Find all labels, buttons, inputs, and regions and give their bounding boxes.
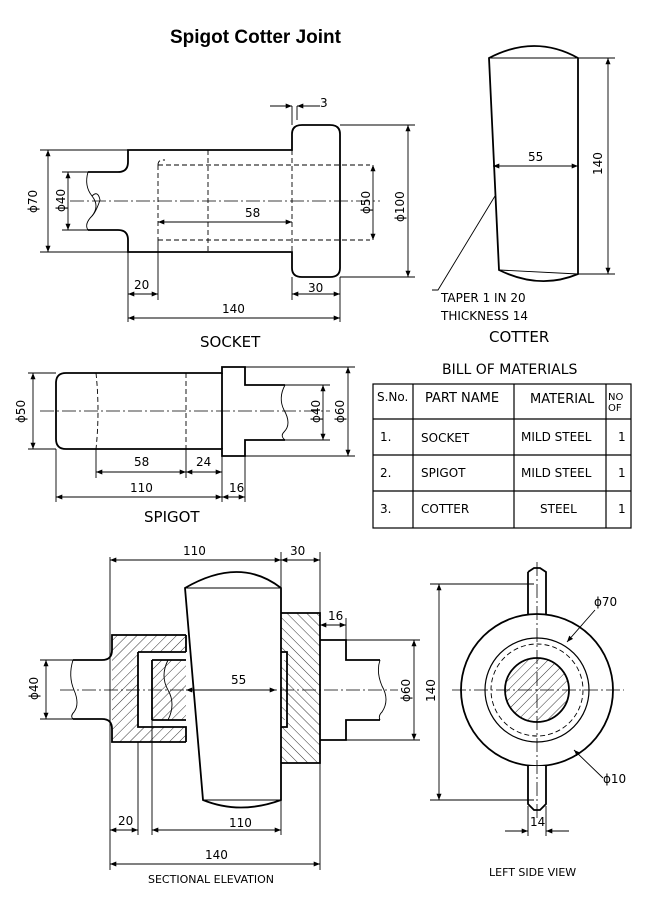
bom-cell-material: STEEL [540,502,577,516]
bom-header-part-name: PART NAME [425,391,499,406]
socket-dim-dia40: ϕ40 [54,189,68,212]
sectional-dim-16: 16 [328,609,343,623]
page-title: Spigot Cotter Joint [170,27,342,48]
socket-dim-dia50: ϕ50 [359,191,373,214]
sectional-dim-20: 20 [118,814,133,828]
socket-dim-58: 58 [245,206,260,220]
bom-header-material: MATERIAL [530,392,595,407]
table-row: 2. SPIGOT MILD STEEL 1 [380,466,626,480]
spigot-dim-58: 58 [134,455,149,469]
bom-cell-material: MILD STEEL [521,466,592,480]
spigot-dim-110: 110 [130,481,153,495]
socket-view: 3 ϕ70 ϕ40 58 ϕ50 ϕ100 20 30 140 SOCKET [26,96,415,351]
bom-cell-part: SOCKET [421,431,470,445]
spigot-dim-dia50: ϕ50 [14,400,28,423]
side-dim-dia10: ϕ10 [603,772,626,786]
cotter-view: 55 140 TAPER 1 IN 20 THICKNESS 14 COTTER [432,45,615,346]
bom-cell-material: MILD STEEL [521,430,592,444]
cotter-dim-55: 55 [528,150,543,164]
bom-cell-qty: 1 [618,430,626,444]
sectional-dim-30-top: 30 [290,544,305,558]
cotter-note-taper: TAPER 1 IN 20 [440,291,526,305]
bom-cell-sno: 1. [380,430,391,444]
bom-header-no: NO [608,392,623,403]
bom-header-of: OF [608,403,622,414]
table-row: 1. SOCKET MILD STEEL 1 [380,430,626,445]
bill-of-materials: BILL OF MATERIALS S.No. PART NAME MATERI… [372,362,632,529]
bom-header-sno: S.No. [377,390,408,404]
bom-cell-sno: 2. [380,466,391,480]
side-dim-dia70: ϕ70 [594,595,617,609]
sectional-dim-dia60: ϕ60 [399,679,413,702]
side-view-label: LEFT SIDE VIEW [489,866,576,879]
spigot-dim-dia60: ϕ60 [333,400,347,423]
side-dim-140: 140 [424,679,438,702]
spigot-dim-dia40: ϕ40 [309,400,323,423]
socket-dim-20: 20 [134,278,149,292]
bom-cell-qty: 1 [618,466,626,480]
socket-label: SOCKET [200,333,261,351]
left-side-view: 140 ϕ70 ϕ10 14 LEFT SIDE VIEW [424,562,626,879]
cotter-note-thickness: THICKNESS 14 [440,309,528,323]
sectional-label: SECTIONAL ELEVATION [148,873,274,886]
socket-dim-3: 3 [320,96,328,110]
spigot-dim-16: 16 [229,481,244,495]
bom-cell-part: SPIGOT [421,466,466,480]
sectional-dim-110-top: 110 [183,544,206,558]
sectional-elevation: 110 30 16 ϕ40 55 ϕ60 20 110 140 SECTIONA… [27,544,420,886]
socket-dim-30: 30 [308,281,323,295]
spigot-label: SPIGOT [144,508,200,526]
table-row: 3. COTTER STEEL 1 [380,502,626,516]
socket-dim-140: 140 [222,302,245,316]
bom-cell-part: COTTER [421,502,469,516]
sectional-dim-110-bottom: 110 [229,816,252,830]
cotter-label: COTTER [489,328,549,346]
sectional-dim-dia40: ϕ40 [27,677,41,700]
socket-dim-dia70: ϕ70 [26,190,40,213]
bom-header-no-of: NO OF [608,392,627,414]
bom-title: BILL OF MATERIALS [442,362,578,378]
cotter-dim-140: 140 [591,152,605,175]
spigot-view: ϕ50 ϕ40 ϕ60 58 24 110 16 SPIGOT [14,366,355,526]
sectional-dim-140: 140 [205,848,228,862]
bom-cell-sno: 3. [380,502,391,516]
spigot-dim-24: 24 [196,455,211,469]
sectional-dim-55: 55 [231,673,246,687]
bom-cell-qty: 1 [618,502,626,516]
side-dim-14: 14 [530,815,545,829]
socket-dim-dia100: ϕ100 [393,191,407,222]
